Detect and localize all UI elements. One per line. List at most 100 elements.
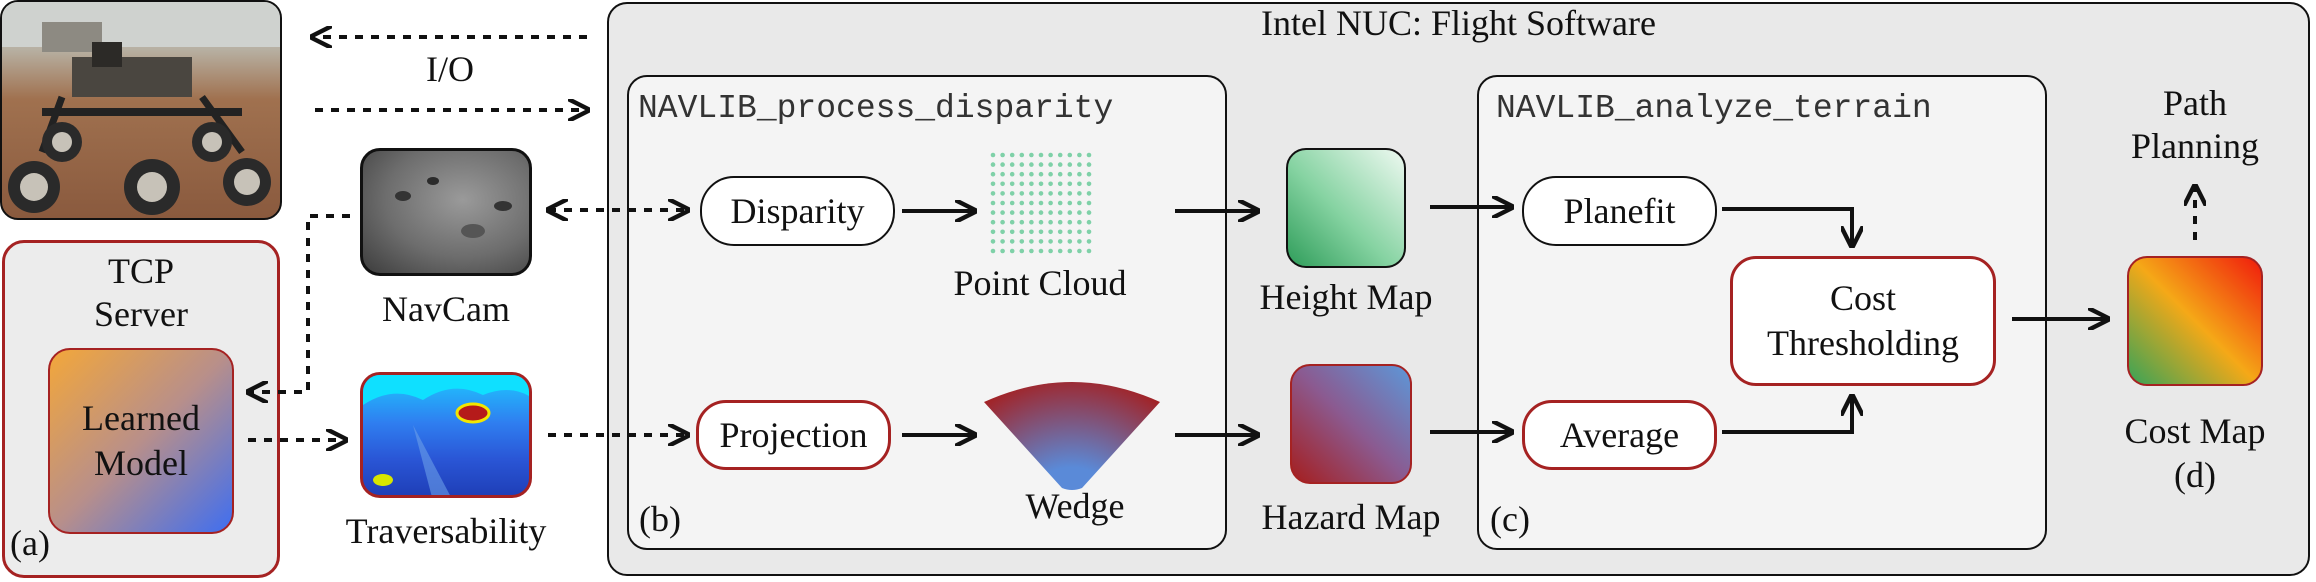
point-cloud-dot [1038, 200, 1044, 206]
point-cloud-graphic [990, 152, 1092, 254]
point-cloud-dot [1019, 181, 1025, 187]
point-cloud-dot [1067, 200, 1073, 206]
hazard-map-label: Hazard Map [1261, 497, 1441, 537]
point-cloud-dot [1000, 200, 1005, 206]
panel-label-b: (b) [639, 499, 681, 539]
point-cloud-dot [1000, 171, 1005, 177]
point-cloud-dot [1057, 152, 1063, 158]
point-cloud-dot [1086, 248, 1092, 254]
point-cloud-dot [1048, 248, 1053, 254]
point-cloud-dot [1009, 152, 1015, 158]
point-cloud-dot [1038, 171, 1044, 177]
point-cloud-dot [1077, 200, 1082, 206]
point-cloud-dot [990, 248, 996, 254]
path-planning-label: Path Planning [2090, 82, 2300, 168]
point-cloud-dot [1077, 248, 1082, 254]
hazard-map-tile [1290, 364, 1412, 484]
point-cloud-dot [990, 171, 996, 177]
point-cloud-dot [1077, 229, 1082, 235]
point-cloud-dot [1029, 181, 1034, 187]
process-disparity-title: NAVLIB_process_disparity [638, 90, 1114, 127]
point-cloud-dot [1077, 171, 1082, 177]
point-cloud-dot [1077, 219, 1082, 225]
point-cloud-dot [990, 219, 996, 225]
point-cloud-dot [1067, 191, 1073, 196]
point-cloud-dot [1048, 210, 1053, 215]
point-cloud-dot [990, 152, 996, 158]
point-cloud-dot [1019, 210, 1025, 215]
rover-illustration [2, 2, 280, 215]
point-cloud-dot [990, 210, 996, 215]
point-cloud-dot [1048, 219, 1053, 225]
learned-model-line1: Learned [82, 398, 200, 438]
point-cloud-label: Point Cloud [953, 263, 1127, 303]
point-cloud-dot [1019, 239, 1025, 244]
projection-box: Projection [696, 400, 891, 470]
point-cloud-dot [1057, 248, 1063, 254]
navcam-label: NavCam [382, 289, 510, 329]
point-cloud-dot [1057, 229, 1063, 235]
point-cloud-dot [1009, 229, 1015, 235]
planefit-box: Planefit [1522, 176, 1717, 246]
point-cloud-dot [1009, 248, 1015, 254]
point-cloud-dot [1019, 219, 1025, 225]
point-cloud-dot [1000, 219, 1005, 225]
tcp-server-title-line2: Server [94, 294, 188, 335]
point-cloud-dot [1067, 181, 1073, 187]
point-cloud-dot [1057, 191, 1063, 196]
point-cloud-dot [1057, 171, 1063, 177]
point-cloud-dot [1038, 181, 1044, 187]
learned-model-box: Learned Model [48, 348, 234, 534]
point-cloud-dot [990, 229, 996, 235]
point-cloud-dot [990, 181, 996, 187]
path-planning-line2: Planning [2130, 126, 2259, 167]
point-cloud-dot [1029, 229, 1034, 235]
point-cloud-dot [1086, 181, 1092, 187]
point-cloud-dot [1067, 152, 1073, 158]
traversability-label: Traversability [345, 511, 547, 551]
point-cloud-dot [1077, 152, 1082, 158]
analyze-terrain-title: NAVLIB_analyze_terrain [1496, 90, 1932, 127]
wedge-label: Wedge [1025, 486, 1125, 526]
point-cloud-dot [1067, 229, 1073, 235]
point-cloud-dot [990, 191, 996, 196]
point-cloud-dot [1029, 200, 1034, 206]
traversability-overlay [363, 375, 529, 495]
point-cloud-dot [1009, 181, 1015, 187]
rover-photo [0, 0, 282, 220]
point-cloud-dot [1067, 248, 1073, 254]
point-cloud-dot [1067, 210, 1073, 215]
point-cloud-dot [1086, 200, 1092, 206]
point-cloud-dot [1057, 200, 1063, 206]
panel-label-c: (c) [1490, 499, 1530, 539]
point-cloud-dot [1086, 219, 1092, 225]
point-cloud-dot [1086, 229, 1092, 235]
point-cloud-dot [1067, 162, 1073, 167]
panel-label-a: (a) [10, 523, 50, 563]
disparity-box: Disparity [700, 176, 895, 246]
point-cloud-dot [1057, 181, 1063, 187]
point-cloud-dot [1019, 248, 1025, 254]
cost-map-tile [2127, 256, 2263, 386]
point-cloud-dot [1057, 162, 1063, 167]
cost-thresholding-line1: Cost [1829, 278, 1896, 318]
navcam-rocks [395, 177, 512, 238]
point-cloud-dot [1009, 191, 1015, 196]
point-cloud-dot [1000, 210, 1005, 215]
point-cloud-dot [1038, 210, 1044, 215]
io-label: I/O [426, 49, 474, 89]
point-cloud-dot [1086, 152, 1092, 158]
point-cloud-dot [1000, 248, 1005, 254]
point-cloud-dot [1048, 181, 1053, 187]
point-cloud-dot [1029, 152, 1034, 158]
point-cloud-dot [1000, 162, 1005, 167]
tcp-server-title: TCP Server [2, 250, 280, 336]
point-cloud-dot [1077, 191, 1082, 196]
point-cloud-dot [1009, 200, 1015, 206]
point-cloud-dot [1029, 210, 1034, 215]
point-cloud-dot [1000, 191, 1005, 196]
point-cloud-dot [1029, 162, 1034, 167]
point-cloud-dot [1086, 171, 1092, 177]
point-cloud-dot [1009, 219, 1015, 225]
point-cloud-dot [1019, 191, 1025, 196]
